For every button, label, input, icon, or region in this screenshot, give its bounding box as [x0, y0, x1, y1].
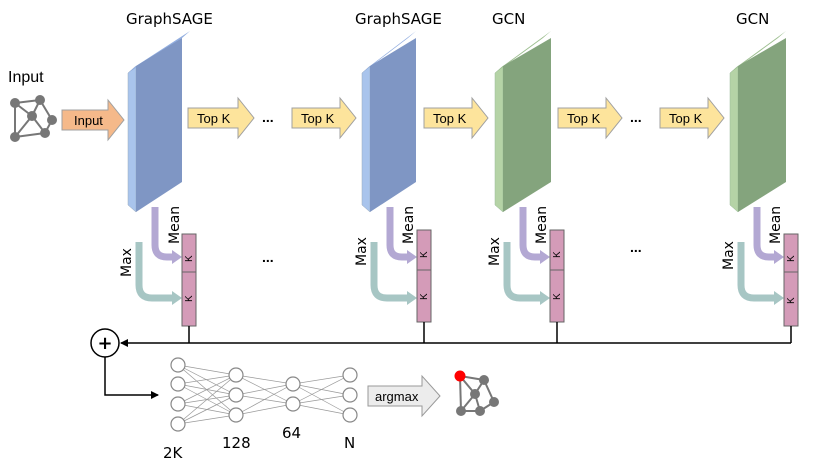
block-1-title: GraphSAGE [126, 10, 213, 28]
mlp-layer-label-2: 128 [222, 434, 251, 452]
mlp-network: 2K 128 64 N [163, 357, 358, 462]
sum-node: + [90, 328, 120, 358]
ellipsis-1: ... [262, 109, 274, 125]
graphsage-block-2 [361, 31, 416, 213]
mean-label-3: Mean [534, 206, 550, 244]
block-2-title: GraphSAGE [355, 10, 442, 28]
mean-label-2: Mean [401, 206, 417, 244]
gcn-block-1 [494, 31, 551, 213]
mlp-nodes [170, 357, 358, 432]
topk-arrow-3: Top K [423, 96, 489, 140]
k-label-2b: K [419, 293, 430, 300]
input-arrow-label: Input [74, 113, 103, 128]
graphsage-block-1 [127, 31, 190, 213]
argmax-label: argmax [375, 389, 419, 404]
topk-arrow-4: Top K [557, 96, 623, 140]
aggregation-lines [120, 322, 792, 347]
pooling-group-4: Mean Max K K [721, 206, 799, 327]
topk-label-1: Top K [197, 111, 231, 126]
k-label-4b: K [786, 297, 797, 304]
topk-label-5: Top K [669, 111, 703, 126]
max-label-2: Max [354, 237, 370, 266]
sum-symbol: + [97, 333, 112, 354]
mean-label-1: Mean [167, 206, 183, 244]
gcn-block-2 [729, 31, 786, 213]
topk-label-3: Top K [433, 111, 467, 126]
k-label-3b: K [552, 293, 563, 300]
mlp-layer-label-1: 2K [163, 444, 184, 462]
ellipsis-4: ... [630, 239, 642, 255]
k-label-3a: K [552, 251, 563, 258]
argmax-arrow: argmax [367, 374, 441, 418]
pooling-group-2: Mean Max K K [354, 206, 432, 323]
pooling-group-3: Mean Max K K [487, 206, 565, 323]
input-graph-icon [10, 95, 57, 142]
max-label-4: Max [721, 241, 737, 270]
mlp-layer-label-3: 64 [282, 424, 301, 442]
mlp-layer-label-4: N [344, 434, 355, 452]
topk-label-2: Top K [301, 111, 335, 126]
topk-arrow-5: Top K [659, 96, 725, 140]
topk-label-4: Top K [567, 111, 601, 126]
ellipsis-3: ... [262, 249, 274, 265]
block-3-title: GCN [492, 10, 525, 28]
k-label-2a: K [419, 251, 430, 258]
max-label-3: Max [487, 237, 503, 266]
sum-to-mlp-arrow [104, 357, 159, 399]
topk-arrow-1: Top K [187, 96, 255, 140]
mlp-edges [177, 364, 351, 425]
k-label-1a: K [184, 255, 195, 262]
output-graph-icon [454, 370, 499, 416]
pooling-group-1: Mean Max K K [119, 206, 197, 327]
max-label-1: Max [119, 248, 135, 277]
topk-arrow-2: Top K [291, 96, 357, 140]
k-label-4a: K [786, 255, 797, 262]
k-label-1b: K [184, 295, 195, 302]
mean-label-4: Mean [768, 206, 784, 244]
input-arrow: Input [61, 98, 125, 142]
block-4-title: GCN [736, 10, 769, 28]
ellipsis-2: ... [630, 109, 642, 125]
input-title: Input [8, 69, 44, 86]
